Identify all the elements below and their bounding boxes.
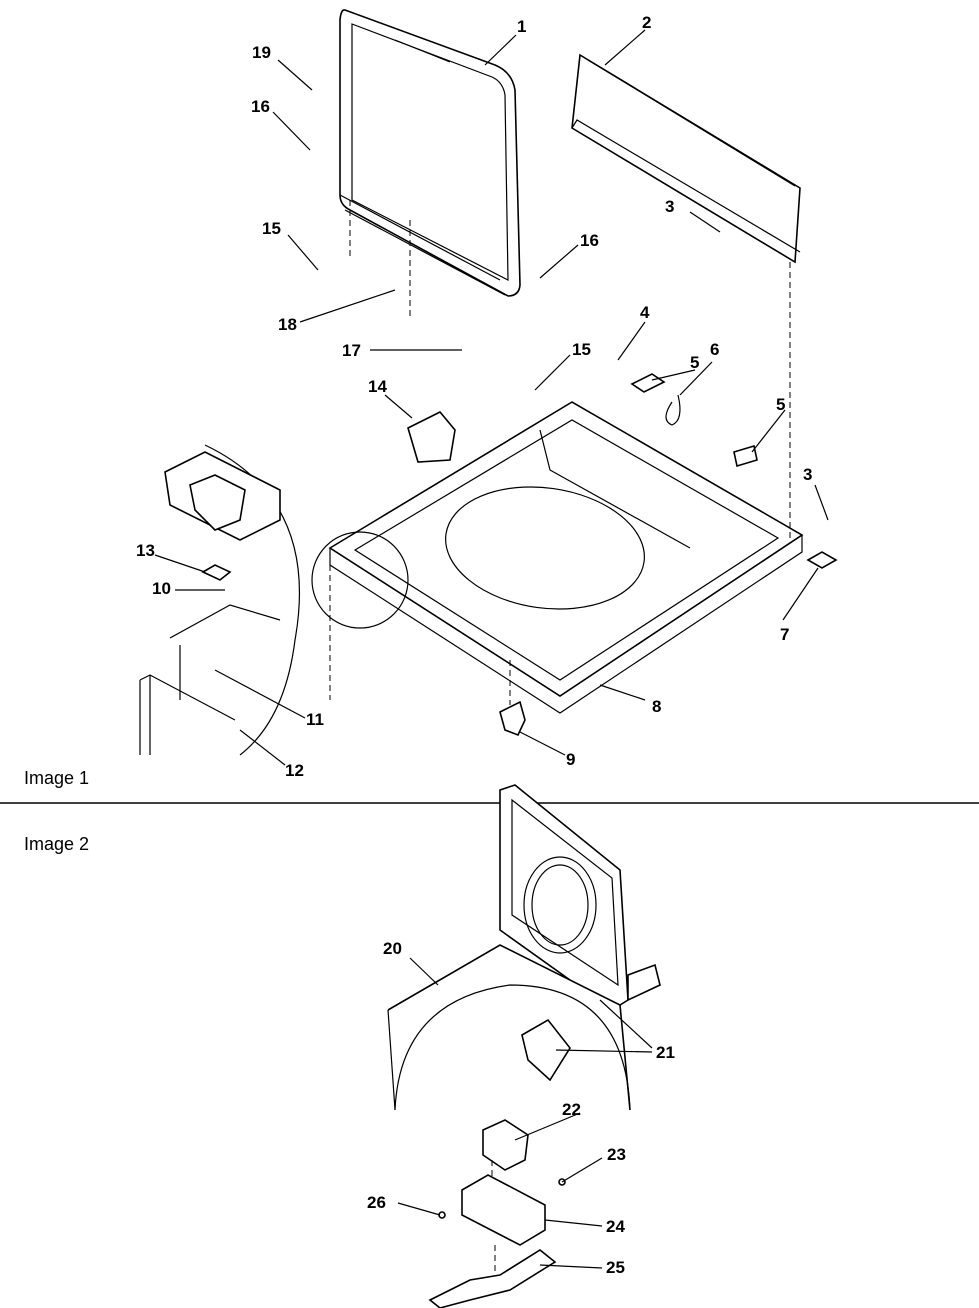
callout-21: 21	[656, 1043, 675, 1062]
callout-13: 13	[136, 541, 155, 560]
callout-23: 23	[607, 1145, 626, 1164]
callout-6: 6	[710, 340, 719, 359]
callout-15b: 15	[572, 340, 591, 359]
image2-caption: Image 2	[24, 834, 89, 854]
callout-25: 25	[606, 1258, 625, 1277]
callout-16b: 16	[580, 231, 599, 250]
part-24	[461, 1174, 546, 1246]
image2-callouts: 20 21 22 23 24 25 26	[367, 939, 675, 1277]
rear-panel-part-2	[571, 53, 801, 264]
image2-panel: Image 2	[24, 784, 675, 1308]
callout-7: 7	[780, 625, 789, 644]
image1-leaders	[154, 29, 829, 766]
cabinet-assembly	[387, 784, 661, 1111]
callout-10: 10	[152, 579, 171, 598]
image1-caption: Image 1	[24, 768, 89, 788]
callout-5a: 5	[690, 353, 699, 372]
callout-17: 17	[342, 341, 361, 360]
detail-callout-circle	[311, 531, 409, 629]
callout-5b: 5	[776, 395, 785, 414]
callout-22: 22	[562, 1100, 581, 1119]
lid-frame-part-1	[339, 9, 521, 297]
callout-16a: 16	[251, 97, 270, 116]
callout-14: 14	[368, 377, 387, 396]
callout-4: 4	[640, 303, 650, 322]
callout-11: 11	[306, 710, 324, 729]
callout-18: 18	[278, 315, 297, 334]
image2-leaders	[397, 957, 653, 1269]
callout-24: 24	[606, 1217, 625, 1236]
callout-8: 8	[652, 697, 661, 716]
callout-1: 1	[517, 17, 526, 36]
callout-3b: 3	[803, 465, 812, 484]
callout-15a: 15	[262, 219, 281, 238]
part-9	[499, 700, 526, 737]
part-7	[806, 551, 838, 569]
part-5-label-b	[733, 444, 758, 468]
callout-19: 19	[252, 43, 271, 62]
callout-9: 9	[566, 750, 575, 769]
callout-2: 2	[642, 13, 651, 32]
part-5-label-a	[630, 373, 666, 393]
part-6	[665, 394, 681, 426]
part-14	[407, 411, 456, 463]
callout-12: 12	[285, 761, 304, 780]
part-22	[482, 1119, 529, 1171]
image1-panel: 1 2 3 3 4 5 5 6 7 8 9 10 11 12 13 14 15 …	[24, 9, 838, 788]
callout-26: 26	[367, 1193, 386, 1212]
callout-20: 20	[383, 939, 402, 958]
image1-callouts: 1 2 3 3 4 5 5 6 7 8 9 10 11 12 13 14 15 …	[136, 13, 812, 780]
callout-3a: 3	[665, 197, 674, 216]
washer-top-part-8	[328, 401, 804, 714]
part-25	[428, 1249, 557, 1308]
